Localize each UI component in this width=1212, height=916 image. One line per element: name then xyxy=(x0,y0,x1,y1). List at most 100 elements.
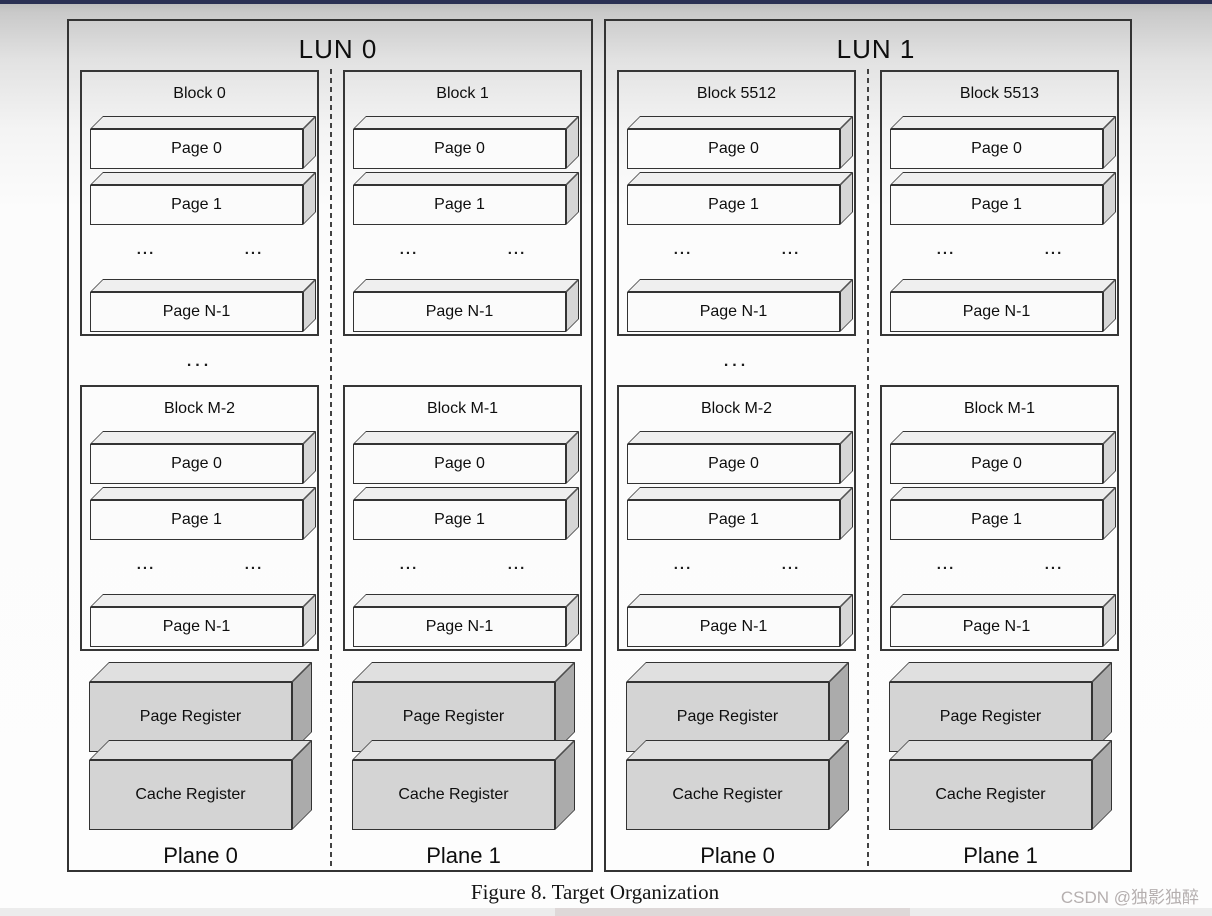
page-box-3d-top-face xyxy=(890,172,1116,185)
bottom-strip-segment xyxy=(555,908,910,916)
top-window-strip xyxy=(0,0,1212,4)
page-box-3d: Page 0 xyxy=(627,431,853,484)
block-box: Block 1 Page 0 Page 1 Page N-1...... xyxy=(343,70,582,336)
page-box-3d: Page 0 xyxy=(353,116,579,169)
lun-title: LUN 1 xyxy=(836,34,916,64)
block-title: Block M-1 xyxy=(426,400,499,417)
page-box-3d-front-face: Page N-1 xyxy=(353,607,566,647)
plane-label: Plane 0 xyxy=(700,843,775,868)
page-label: Page 0 xyxy=(971,140,1022,157)
page-box-3d-top-face xyxy=(353,172,579,185)
pages-ellipsis-row: ...... xyxy=(345,241,584,261)
page-label: Page 0 xyxy=(171,140,222,157)
page-box-3d-front-face: Page 1 xyxy=(90,500,303,540)
page-label: Page 1 xyxy=(171,196,222,213)
blocks-ellipsis: ... xyxy=(723,353,750,370)
page-box-3d-top-face xyxy=(627,431,853,444)
page-box-3d-front-face: Page 0 xyxy=(890,444,1103,484)
page-label: Page 0 xyxy=(708,140,759,157)
page-label: Page 1 xyxy=(971,511,1022,528)
pages-ellipsis-row: ...... xyxy=(82,556,321,576)
page-box-3d: Page N-1 xyxy=(90,279,316,332)
ellipsis: ... xyxy=(781,556,801,573)
page-box-3d-front-face: Page 1 xyxy=(353,185,566,225)
ellipsis: ... xyxy=(399,556,419,573)
page-label: Page 1 xyxy=(971,196,1022,213)
page-label: Page N-1 xyxy=(699,303,768,320)
register-label: Page Register xyxy=(676,708,779,725)
page-box-3d-top-face xyxy=(890,487,1116,500)
ellipsis: ... xyxy=(673,556,693,573)
blocks-ellipsis: ... xyxy=(186,353,213,370)
page-box-3d: Page N-1 xyxy=(353,594,579,647)
page-box-3d-front-face: Page 0 xyxy=(627,444,840,484)
page-box-3d-front-face: Page N-1 xyxy=(90,607,303,647)
pages-ellipsis-row: ...... xyxy=(619,241,858,261)
ellipsis: ... xyxy=(781,241,801,258)
ellipsis: ... xyxy=(136,241,156,258)
watermark: CSDN @独影独醉 xyxy=(1060,888,1199,907)
page-box-3d: Page 1 xyxy=(627,172,853,225)
ellipsis: ... xyxy=(136,556,156,573)
ellipsis: ... xyxy=(244,556,264,573)
plane-label: Plane 1 xyxy=(963,843,1038,868)
page-box-3d-front-face: Page 0 xyxy=(353,444,566,484)
page-box-3d-top-face xyxy=(353,279,579,292)
page-box-3d: Page 1 xyxy=(890,172,1116,225)
cache-register-3d-top-face xyxy=(89,740,312,760)
page-label: Page 1 xyxy=(171,511,222,528)
page-box-3d-top-face xyxy=(353,116,579,129)
cache-register-3d: Cache Register xyxy=(89,740,312,830)
page-box-3d: Page 0 xyxy=(353,431,579,484)
block-title: Block 5512 xyxy=(696,85,777,102)
page-box-3d-front-face: Page 0 xyxy=(890,129,1103,169)
lun-title: LUN 0 xyxy=(298,34,378,64)
page-label: Page N-1 xyxy=(162,303,231,320)
page-box-3d-top-face xyxy=(627,487,853,500)
page-box-3d: Page 1 xyxy=(353,172,579,225)
register-label: Page Register xyxy=(402,708,505,725)
plane-divider-dashed-line xyxy=(867,69,869,870)
page-label: Page N-1 xyxy=(425,303,494,320)
page-label: Page 0 xyxy=(971,455,1022,472)
page-box-3d-front-face: Page N-1 xyxy=(627,292,840,332)
cache-register-3d: Cache Register xyxy=(626,740,849,830)
register-label: Cache Register xyxy=(135,786,246,803)
figure-caption: Figure 8. Target Organization xyxy=(470,880,720,904)
page-box-3d: Page N-1 xyxy=(890,279,1116,332)
plane-label: Plane 0 xyxy=(163,843,238,868)
page-box-3d-top-face xyxy=(627,594,853,607)
page-box-3d-front-face: Page 1 xyxy=(890,500,1103,540)
page-box-3d: Page 1 xyxy=(353,487,579,540)
page-box-3d-top-face xyxy=(627,279,853,292)
page-label: Page 0 xyxy=(434,140,485,157)
ellipsis: ... xyxy=(1044,556,1064,573)
page-box-3d-front-face: Page N-1 xyxy=(627,607,840,647)
ellipsis: ... xyxy=(399,241,419,258)
block-title: Block 1 xyxy=(436,85,489,102)
pages-ellipsis-row: ...... xyxy=(882,556,1121,576)
block-title: Block 0 xyxy=(173,85,226,102)
register-label: Page Register xyxy=(939,708,1042,725)
page-box-3d-top-face xyxy=(90,279,316,292)
page-box-3d-top-face xyxy=(890,279,1116,292)
page-box-3d-top-face xyxy=(90,172,316,185)
page-box-3d-front-face: Page 0 xyxy=(90,129,303,169)
plane-divider-dashed-line xyxy=(330,69,332,870)
page-register-3d: Page Register xyxy=(889,662,1112,752)
page-box-3d: Page 0 xyxy=(90,431,316,484)
cache-register-3d-top-face xyxy=(352,740,575,760)
page-box-3d-top-face xyxy=(353,487,579,500)
page-box-3d: Page N-1 xyxy=(90,594,316,647)
page-box-3d-top-face xyxy=(90,487,316,500)
page-box-3d-front-face: Page 0 xyxy=(90,444,303,484)
page-box-3d: Page N-1 xyxy=(627,279,853,332)
page-box-3d-top-face xyxy=(627,116,853,129)
register-label: Page Register xyxy=(139,708,242,725)
plane-label: Plane 1 xyxy=(426,843,501,868)
page-box-3d-top-face xyxy=(90,116,316,129)
pages-ellipsis-row: ...... xyxy=(82,241,321,261)
